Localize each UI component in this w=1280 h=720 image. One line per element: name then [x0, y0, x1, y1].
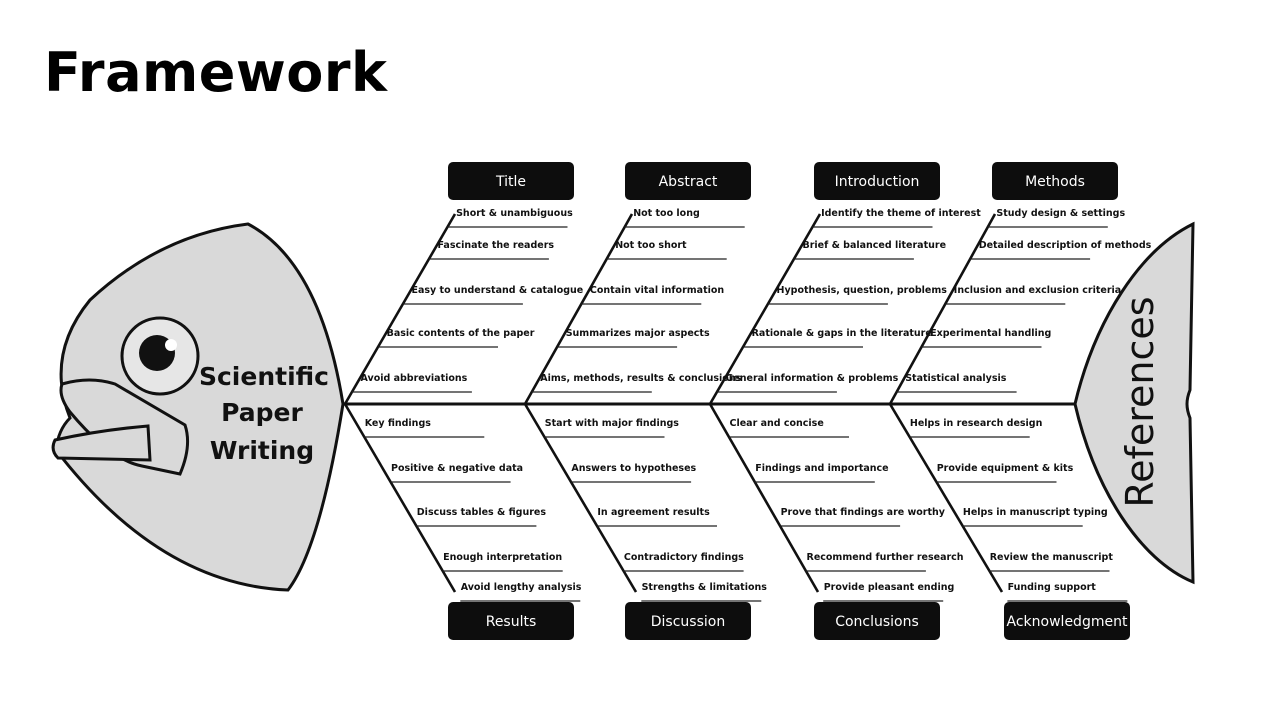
top-rib-methods: [888, 213, 997, 405]
category-box-title: Title: [448, 162, 574, 200]
item-introduction-3: Hypothesis, question, problems: [777, 285, 948, 296]
bottom-rib-acknowledgment: [888, 403, 1004, 593]
top-rib-abstract: [523, 213, 634, 405]
head-line-1: Scientific: [199, 362, 329, 391]
item-results-3: Discuss tables & figures: [417, 507, 547, 518]
item-methods-3: Inclusion and exclusion criteria: [954, 285, 1121, 296]
category-box-results: Results: [448, 602, 574, 640]
category-label-methods: Methods: [1025, 174, 1085, 190]
slide-title: Framework: [44, 41, 388, 104]
category-label-acknowledgment: Acknowledgment: [1007, 614, 1128, 630]
item-acknowledgment-1: Helps in research design: [910, 418, 1043, 429]
top-rib-title: [343, 213, 457, 405]
item-title-3: Easy to understand & catalogue: [412, 285, 584, 296]
item-abstract-2: Not too short: [615, 240, 687, 251]
category-label-results: Results: [486, 614, 537, 630]
item-conclusions-4: Recommend further research: [807, 552, 964, 563]
item-title-5: Avoid abbreviations: [361, 373, 468, 384]
category-box-bg: [814, 602, 940, 640]
fish-head: Scientific Paper Writing: [51, 222, 345, 592]
category-box-methods: Methods: [992, 162, 1118, 200]
item-methods-5: Statistical analysis: [905, 373, 1007, 384]
item-results-1: Key findings: [365, 418, 432, 429]
category-box-discussion: Discussion: [625, 602, 751, 640]
item-discussion-5: Strengths & limitations: [642, 582, 768, 593]
bottom-rib-results: [343, 403, 457, 593]
category-label-abstract: Abstract: [659, 174, 718, 190]
item-abstract-5: Aims, methods, results & conclusions: [540, 373, 741, 384]
item-introduction-5: General information & problems: [726, 373, 899, 384]
category-box-bg: [814, 162, 940, 200]
category-box-introduction: Introduction: [814, 162, 940, 200]
tail-label: References: [1118, 296, 1162, 507]
item-title-4: Basic contents of the paper: [387, 328, 535, 339]
head-line-2: Paper: [221, 398, 303, 427]
category-box-bg: [448, 162, 574, 200]
item-title-1: Short & unambiguous: [456, 208, 573, 219]
item-abstract-3: Contain vital information: [590, 285, 725, 296]
item-results-4: Enough interpretation: [443, 552, 562, 563]
category-label-conclusions: Conclusions: [835, 614, 919, 630]
item-introduction-2: Brief & balanced literature: [803, 240, 947, 251]
category-box-bg: [625, 162, 751, 200]
category-box-bg: [625, 602, 751, 640]
item-results-2: Positive & negative data: [391, 463, 523, 474]
item-abstract-4: Summarizes major aspects: [566, 328, 710, 339]
item-results-5: Avoid lengthy analysis: [461, 582, 582, 593]
category-box-acknowledgment: Acknowledgment: [1004, 602, 1130, 640]
item-methods-4: Experimental handling: [930, 328, 1051, 339]
category-label-title: Title: [495, 174, 526, 190]
item-acknowledgment-3: Helps in manuscript typing: [963, 507, 1108, 518]
head-line-3: Writing: [210, 436, 314, 465]
category-label-discussion: Discussion: [651, 614, 725, 630]
category-box-conclusions: Conclusions: [814, 602, 940, 640]
bottom-rib-conclusions: [708, 403, 820, 593]
category-label-introduction: Introduction: [835, 174, 920, 190]
category-box-bg: [448, 602, 574, 640]
bottom-rib-discussion: [523, 403, 638, 593]
item-acknowledgment-2: Provide equipment & kits: [937, 463, 1074, 474]
item-introduction-4: Rationale & gaps in the literature: [752, 328, 932, 339]
item-title-2: Fascinate the readers: [438, 240, 555, 251]
item-introduction-1: Identify the theme of interest: [821, 208, 981, 219]
item-conclusions-1: Clear and concise: [730, 418, 824, 429]
category-box-bg: [992, 162, 1118, 200]
category-box-abstract: Abstract: [625, 162, 751, 200]
item-methods-1: Study design & settings: [996, 208, 1125, 219]
top-rib-introduction: [708, 213, 822, 405]
item-discussion-4: Contradictory findings: [624, 552, 744, 563]
item-conclusions-3: Prove that findings are worthy: [781, 507, 946, 518]
item-conclusions-5: Provide pleasant ending: [824, 582, 955, 593]
item-acknowledgment-5: Funding support: [1008, 582, 1097, 593]
item-abstract-1: Not too long: [633, 208, 700, 219]
item-acknowledgment-4: Review the manuscript: [990, 552, 1114, 563]
fish-tail: References: [1073, 221, 1195, 585]
item-methods-2: Detailed description of methods: [979, 240, 1152, 251]
item-discussion-3: In agreement results: [597, 507, 710, 518]
item-conclusions-2: Findings and importance: [755, 463, 888, 474]
item-discussion-1: Start with major findings: [545, 418, 679, 429]
item-discussion-2: Answers to hypotheses: [571, 463, 696, 474]
category-box-bg: [1004, 602, 1130, 640]
